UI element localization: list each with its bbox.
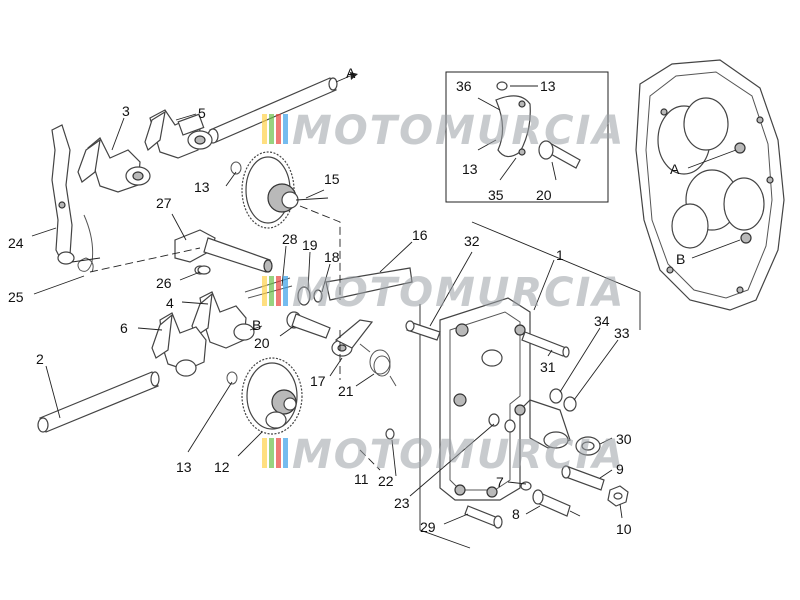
- crankcase-housing: [635, 59, 785, 311]
- callout-2: 2: [36, 351, 44, 367]
- callout-23: 23: [394, 495, 410, 511]
- callout-7: 7: [496, 474, 504, 490]
- selector-drum-gear-15: [241, 151, 329, 229]
- watermark-text-middle: MOTOMURCIA: [292, 270, 625, 316]
- callout-5: 5: [198, 105, 206, 121]
- callout-30: 30: [616, 431, 632, 447]
- cover-bounding-lines: [419, 221, 641, 549]
- circlip-13-upper: [230, 161, 242, 175]
- selector-drum-gear-12: [241, 357, 303, 435]
- nut-10: [607, 485, 629, 507]
- assembly-reference-lines: [89, 205, 381, 471]
- gearbox-cover-plate-1: [439, 297, 571, 501]
- neutral-switch-8: [532, 489, 581, 517]
- callout-28: 28: [282, 231, 298, 247]
- callout-13-lower: 13: [176, 459, 192, 475]
- callout-4: 4: [166, 295, 174, 311]
- shift-fork-5: [144, 109, 213, 159]
- washer-33: [563, 396, 577, 412]
- watermark-text-bottom: MOTOMURCIA: [292, 432, 625, 478]
- callout-13-inset-top: 13: [540, 78, 556, 94]
- washer-34: [549, 388, 563, 404]
- watermark-bottom: MOTOMURCIA: [262, 432, 625, 478]
- ref-a-case: A: [670, 161, 680, 177]
- shift-fork-4: [191, 291, 263, 349]
- bolt-32: [405, 320, 441, 341]
- callout-leaders: [31, 85, 623, 525]
- ref-b-case: B: [676, 251, 685, 267]
- callout-20-left: 20: [254, 335, 270, 351]
- callout-21: 21: [338, 383, 354, 399]
- callout-33: 33: [614, 325, 630, 341]
- callout-13-upper: 13: [194, 179, 210, 195]
- callout-36: 36: [456, 78, 472, 94]
- ratchet-pawl-17: [331, 319, 374, 357]
- callout-12: 12: [214, 459, 230, 475]
- callout-15: 15: [324, 171, 340, 187]
- bolt-31: [521, 331, 570, 358]
- return-spring-25: [71, 214, 101, 273]
- watermark-text-top: MOTOMURCIA: [292, 108, 625, 154]
- watermark-middle: MOTOMURCIA: [262, 270, 625, 316]
- callout-26: 26: [156, 275, 172, 291]
- callout-27: 27: [156, 195, 172, 211]
- shift-fork-3: [77, 137, 151, 193]
- callout-24: 24: [8, 235, 24, 251]
- lower-shift-rod-2: [37, 371, 160, 433]
- callout-11: 11: [354, 471, 369, 487]
- reference-letters: A B A B: [252, 65, 685, 333]
- oil-seal-30: [575, 436, 601, 456]
- callout-31: 31: [540, 359, 556, 375]
- bushing-22: [385, 428, 395, 440]
- callout-19: 19: [302, 237, 318, 253]
- selector-shaft-27: [174, 229, 273, 275]
- callout-10: 10: [616, 521, 632, 537]
- bolt-20-left: [286, 311, 331, 339]
- callout-25: 25: [8, 289, 24, 305]
- shift-fork-6: [151, 312, 207, 377]
- bolt-29: [464, 505, 503, 529]
- callout-16: 16: [412, 227, 428, 243]
- callout-22: 22: [378, 473, 394, 489]
- detail-inset: [445, 71, 609, 203]
- upper-shift-rod: [207, 72, 358, 144]
- ref-b-shaft: B: [252, 317, 261, 333]
- callout-8: 8: [512, 506, 520, 522]
- ref-a-shaft: A: [346, 65, 356, 81]
- pin-23b: [504, 419, 516, 433]
- pin-23: [488, 413, 500, 427]
- arrow-a-head: [350, 72, 358, 80]
- callout-29: 29: [420, 519, 436, 535]
- callout-32: 32: [464, 233, 480, 249]
- callout-17: 17: [310, 373, 326, 389]
- selector-lever-24: [51, 124, 75, 265]
- circlip-13-lower: [226, 371, 238, 385]
- stud-9: [561, 465, 605, 491]
- callout-20-inset: 20: [536, 187, 552, 203]
- watermark-top: MOTOMURCIA: [262, 108, 625, 154]
- callout-6: 6: [120, 320, 128, 336]
- callout-labels: 1 2 3 4 5 6 7 8 9 10 11 12 13 13 13 13 1…: [8, 78, 632, 537]
- callout-35: 35: [488, 187, 504, 203]
- callout-9: 9: [616, 461, 624, 477]
- bolt-26: [197, 265, 211, 275]
- callout-18: 18: [324, 249, 340, 265]
- callout-34: 34: [594, 313, 610, 329]
- torsion-spring-21: [359, 343, 397, 387]
- callout-3: 3: [122, 103, 130, 119]
- callout-1: 1: [556, 247, 564, 263]
- callout-13-inset-left: 13: [462, 161, 478, 177]
